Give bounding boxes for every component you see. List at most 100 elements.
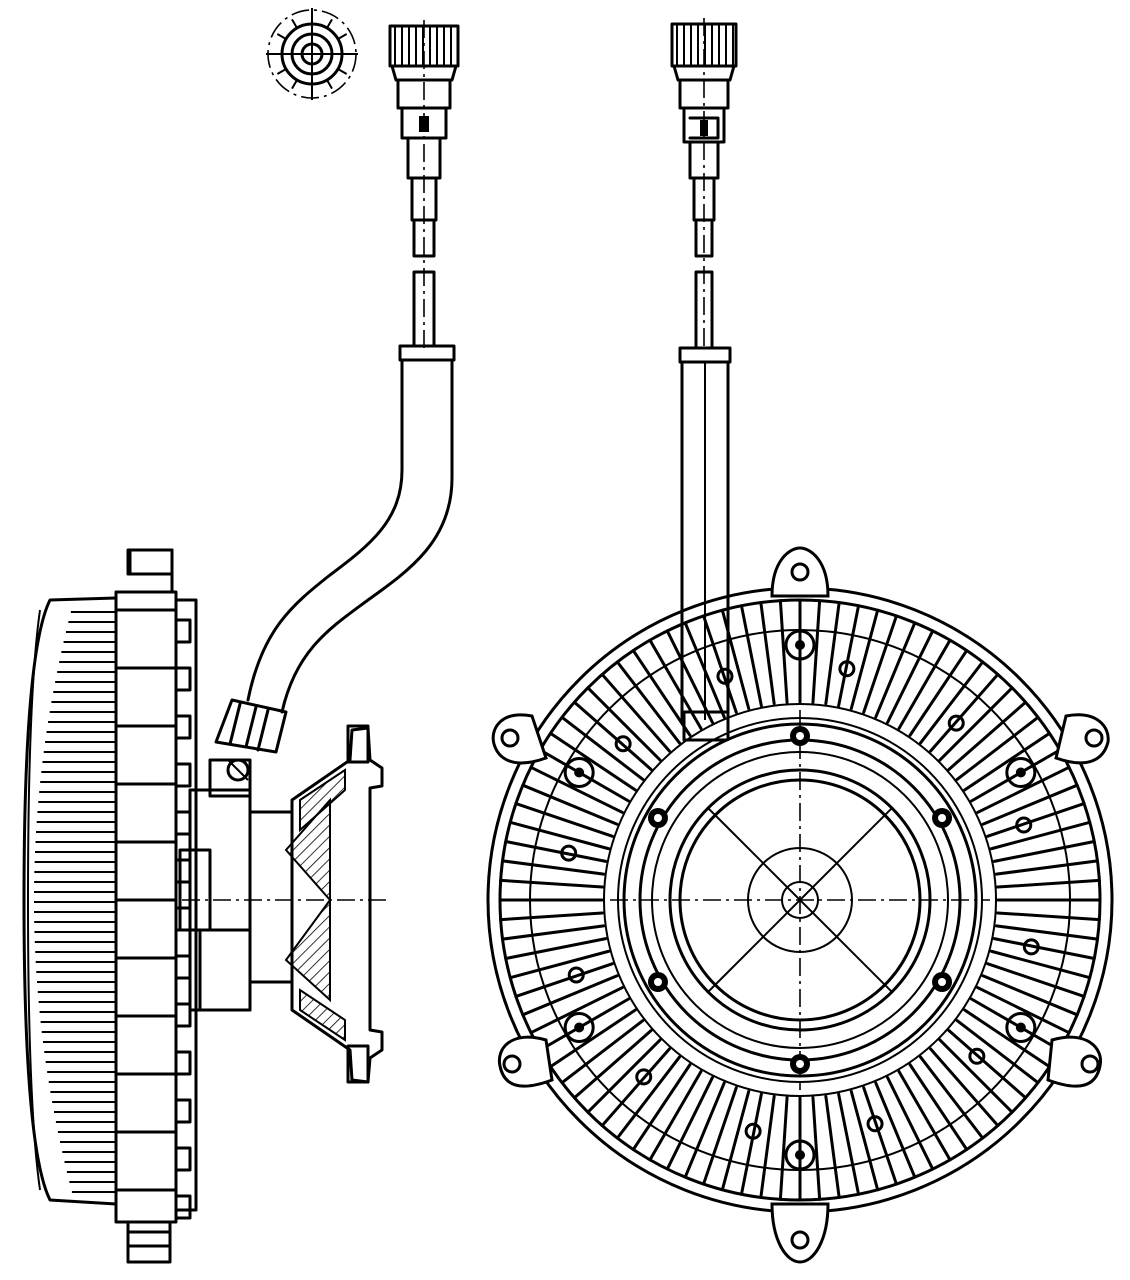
front-fin: [908, 1063, 969, 1151]
side-screw: [174, 906, 192, 932]
front-fin: [947, 1029, 1028, 1100]
front-fin: [963, 1008, 1051, 1069]
fin-boss-center: [1015, 767, 1026, 778]
front-fin: [811, 599, 822, 704]
fin-hole: [968, 1047, 986, 1065]
connector-end-view: [266, 8, 358, 100]
side-screw: [174, 954, 192, 980]
side-connector: [388, 20, 460, 350]
front-fin: [600, 672, 671, 753]
side-screw: [174, 1194, 192, 1220]
side-screw: [174, 1146, 192, 1172]
side-flange: [248, 724, 384, 1084]
front-fin: [648, 638, 703, 731]
tooth-line: [326, 79, 333, 90]
front-fin: [992, 937, 1096, 961]
hub-bolt-center: [653, 814, 662, 822]
fin-boss: [1005, 757, 1037, 788]
fin-hole: [560, 844, 578, 862]
front-fin: [529, 765, 624, 814]
side-screw: [174, 1098, 192, 1124]
fin-hole: [1022, 938, 1040, 956]
front-fin: [702, 1085, 738, 1186]
front-fin: [994, 859, 1099, 876]
front-lugs: [491, 546, 1110, 1264]
front-fin: [759, 601, 776, 706]
tooth-line: [291, 79, 298, 90]
front-fin: [665, 1076, 714, 1171]
side-hub: [120, 758, 390, 1012]
side-screw: [174, 1002, 192, 1028]
fin-hole: [947, 714, 965, 732]
front-fin: [504, 937, 608, 961]
front-fin: [514, 962, 615, 998]
front-fin: [947, 700, 1028, 771]
front-fin: [499, 911, 604, 922]
side-screw: [174, 810, 192, 836]
front-fin: [501, 924, 606, 941]
front-fin: [538, 997, 631, 1052]
front-fin: [499, 878, 604, 889]
fin-boss-center: [795, 640, 805, 650]
fin-hole: [567, 966, 585, 984]
front-fin: [989, 820, 1092, 851]
fin-hole: [614, 735, 632, 753]
front-fin: [969, 997, 1062, 1052]
hub-bolt-center: [938, 814, 947, 822]
front-fin: [702, 614, 738, 715]
front-fin: [976, 986, 1071, 1035]
front-fin: [600, 1047, 671, 1128]
fin-boss-center: [574, 767, 585, 778]
front-fin: [886, 1076, 935, 1171]
front-fin: [508, 820, 611, 851]
fin-boss-center: [1015, 1022, 1026, 1033]
front-fin: [529, 986, 624, 1035]
front-fin: [897, 1069, 952, 1162]
front-fin: [560, 1019, 645, 1085]
front-fin: [521, 974, 619, 1017]
front-fin: [837, 1092, 861, 1196]
fin-boss-center: [795, 1150, 805, 1160]
front-fin: [989, 949, 1092, 980]
tooth-line: [326, 18, 333, 29]
side-screw: [174, 858, 192, 884]
front-fin: [976, 765, 1071, 814]
front-view: [486, 18, 1114, 1264]
front-fin: [504, 839, 608, 863]
front-fin: [992, 839, 1096, 863]
side-screw: [174, 1050, 192, 1076]
front-fin: [586, 1038, 662, 1114]
front-fin: [683, 1081, 726, 1179]
front-fin: [938, 1038, 1014, 1114]
tooth-line: [337, 68, 348, 75]
front-fin: [919, 1055, 985, 1140]
front-fin: [572, 700, 653, 771]
side-fins: [22, 596, 118, 1206]
front-fin: [514, 802, 615, 838]
front-fin: [631, 1063, 692, 1151]
tooth-line: [276, 33, 287, 40]
front-fin: [549, 1008, 637, 1069]
front-fin: [501, 859, 606, 876]
front-fin: [862, 614, 898, 715]
side-housing: [114, 548, 198, 1264]
front-fin: [778, 599, 789, 704]
front-fin: [862, 1085, 898, 1186]
front-fin: [929, 672, 1000, 753]
front-fin: [996, 878, 1101, 889]
front-fin: [919, 660, 985, 745]
hub-bolt-center: [653, 978, 662, 986]
front-fin: [631, 649, 692, 737]
fin-boss: [563, 757, 595, 788]
front-fin: [615, 1055, 681, 1140]
front-fin: [996, 911, 1101, 922]
front-fin: [508, 949, 611, 980]
front-fin: [849, 608, 880, 711]
front-fin: [824, 601, 841, 706]
front-fin: [759, 1094, 776, 1199]
tooth-line: [337, 33, 348, 40]
fin-hole: [716, 667, 734, 685]
front-fin: [886, 629, 935, 724]
hub-bolt-center: [938, 978, 947, 986]
